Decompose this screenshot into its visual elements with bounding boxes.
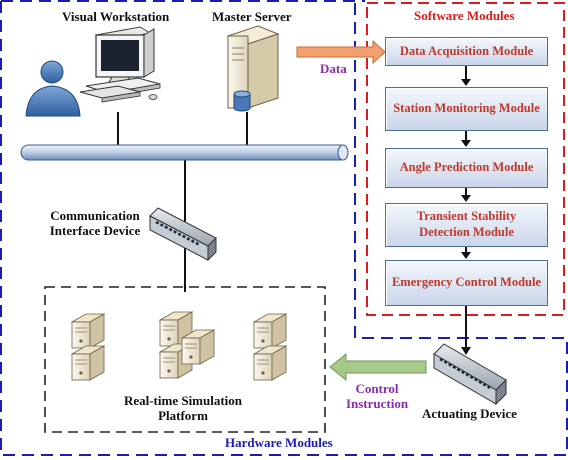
server-rack-icon xyxy=(159,311,215,379)
transient-stability-detection-module: Transient Stability Detection Module xyxy=(385,203,548,247)
actuating-switch-icon xyxy=(433,343,507,406)
data-label: Data xyxy=(320,61,347,76)
angle-prediction-module: Angle Prediction Module xyxy=(385,148,548,188)
emergency-control-module: Emergency Control Module xyxy=(385,260,548,306)
module-flow-arrows xyxy=(461,64,471,355)
server-rack-icon xyxy=(71,313,105,381)
visual-workstation-label: Visual Workstation xyxy=(62,9,170,24)
server-icon xyxy=(226,25,280,112)
module-label: Data Acquisition Module xyxy=(399,43,534,58)
database-icon xyxy=(233,90,251,112)
control-instruction-label: Control Instruction xyxy=(345,381,409,411)
simulation-platform-border xyxy=(44,286,326,433)
module-label: Station Monitoring Module xyxy=(393,101,540,116)
simulation-platform-label: Real-time Simulation Platform xyxy=(123,393,243,423)
data-acquisition-module: Data Acquisition Module xyxy=(385,37,548,66)
software-modules-title: Software Modules xyxy=(414,8,515,23)
actuating-device-label: Actuating Device xyxy=(422,406,517,421)
master-server-label: Master Server xyxy=(212,9,292,24)
control-arrow xyxy=(329,352,427,382)
module-label: Emergency Control Module xyxy=(391,275,542,290)
network-bus xyxy=(20,144,349,161)
module-label: Angle Prediction Module xyxy=(399,160,534,175)
switch-icon xyxy=(149,207,217,262)
data-arrow xyxy=(296,39,386,65)
computer-icon xyxy=(79,26,161,103)
user-icon xyxy=(25,60,81,117)
module-label: Transient Stability Detection Module xyxy=(416,209,517,239)
station-monitoring-module: Station Monitoring Module xyxy=(385,87,548,131)
communication-interface-label: Communication Interface Device xyxy=(49,208,141,238)
server-rack-icon xyxy=(253,313,287,381)
hardware-modules-title: Hardware Modules xyxy=(225,435,333,450)
